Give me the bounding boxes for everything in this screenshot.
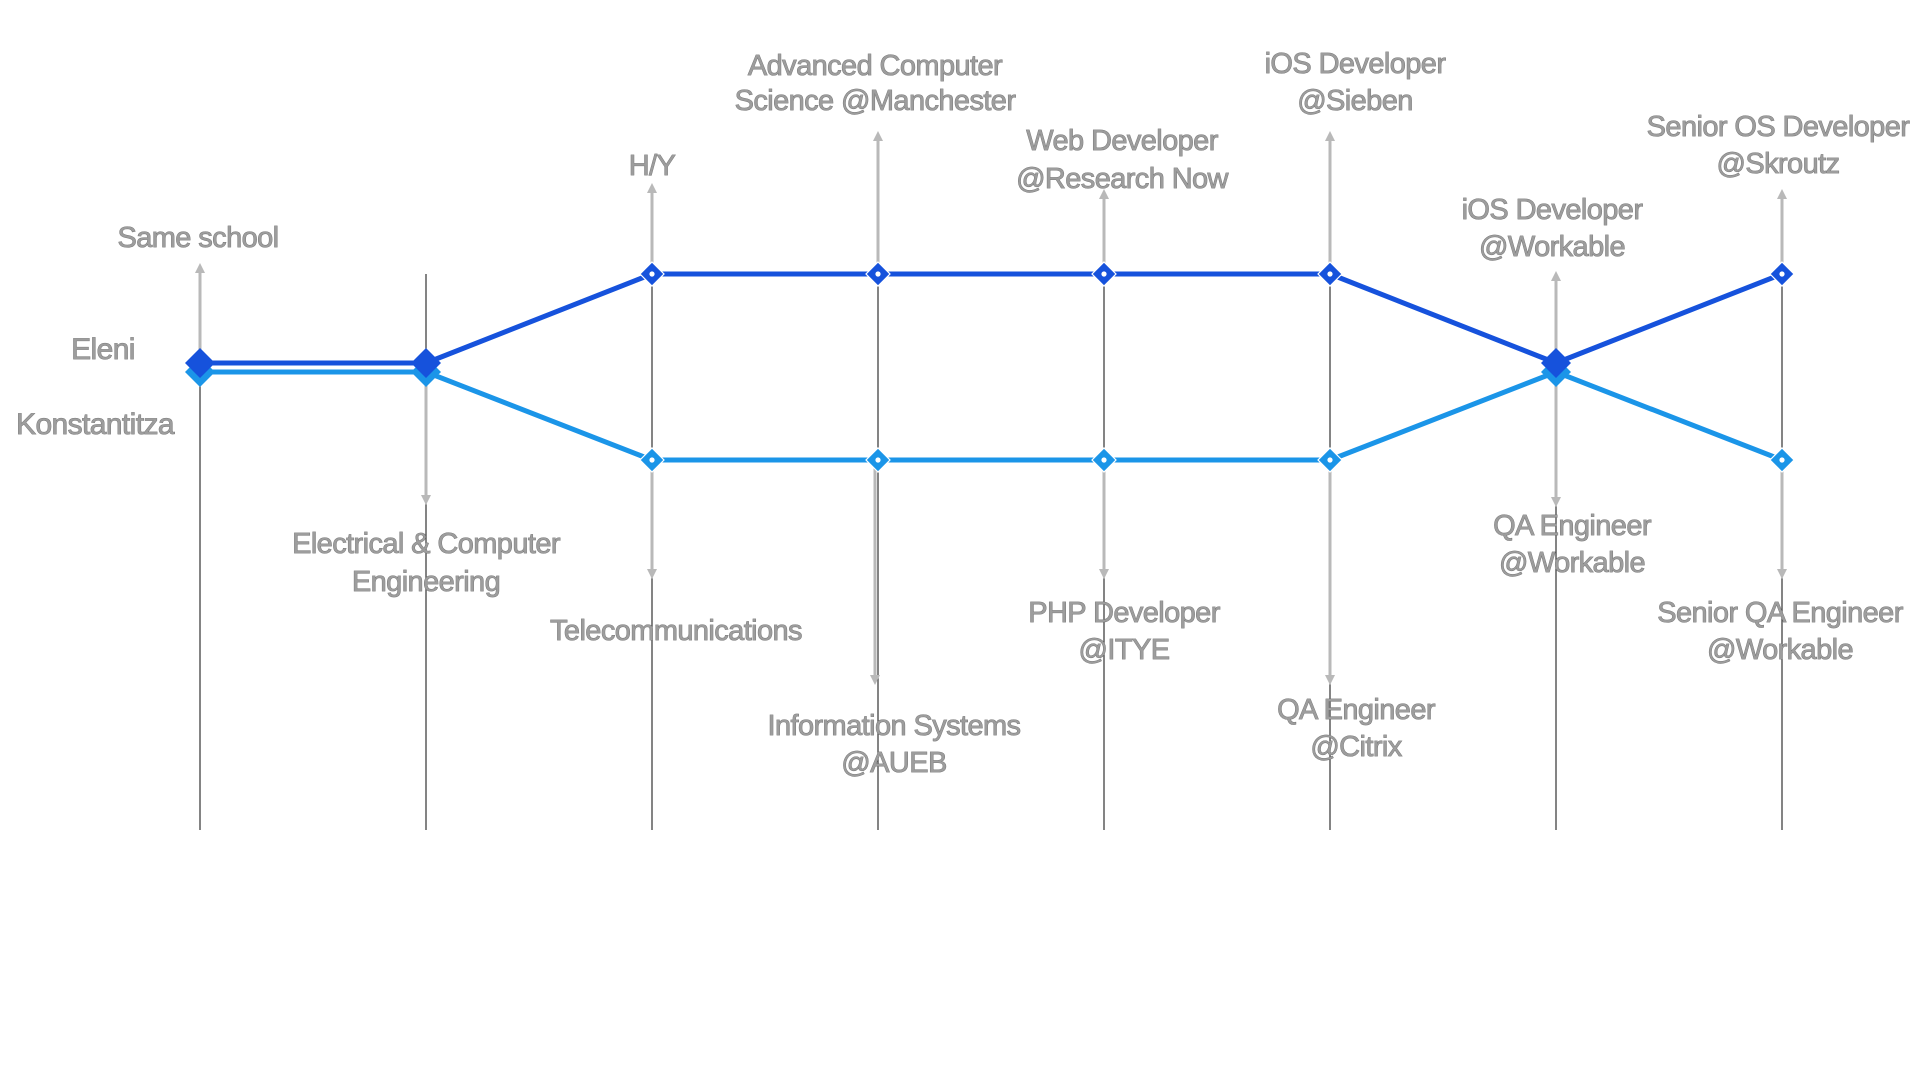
konstantitza-milestone-label: PHP Developer @ITYE <box>1028 597 1220 666</box>
label-line: @Research Now <box>1016 163 1229 195</box>
eleni-node <box>1541 348 1571 378</box>
konstantitza-node-dot <box>1327 457 1333 463</box>
label-line: @Sieben <box>1297 85 1413 117</box>
eleni-node-dot <box>649 271 655 277</box>
konstantitza-path <box>200 369 1783 463</box>
konstantitza-milestone-label: Senior QA Engineer @Workable <box>1657 597 1903 666</box>
eleni-node <box>185 348 215 378</box>
label-line: iOS Developer <box>1462 194 1644 226</box>
person-label-eleni: Eleni <box>71 333 135 366</box>
label-line: QA Engineer <box>1493 510 1652 542</box>
label-line: @Workable <box>1499 547 1645 579</box>
konstantitza-node-dot <box>1779 457 1785 463</box>
eleni-milestone-label: iOS Developer @Sieben <box>1265 48 1447 117</box>
label-line: @Citrix <box>1310 731 1402 763</box>
eleni-node-dot <box>1779 271 1785 277</box>
konstantitza-node-dot <box>649 457 655 463</box>
milestone-arrows <box>195 131 1787 685</box>
label-line: Web Developer <box>1026 125 1218 157</box>
label-line: Same school <box>117 222 278 254</box>
eleni-milestone-label: iOS Developer @Workable <box>1462 194 1644 263</box>
label-line: Telecommunications <box>550 615 802 647</box>
label-line: Senior OS Developer <box>1647 111 1911 143</box>
label-line: @Workable <box>1479 231 1625 263</box>
eleni-node-dot <box>875 271 881 277</box>
label-line: Engineering <box>352 566 500 598</box>
eleni-node <box>411 348 441 378</box>
eleni-path <box>200 271 1783 366</box>
eleni-milestone-label: H/Y <box>629 150 676 182</box>
label-line: Senior QA Engineer <box>1657 597 1903 629</box>
label-line: H/Y <box>629 150 676 182</box>
label-line: PHP Developer <box>1028 597 1220 629</box>
label-line: Information Systems <box>768 710 1021 742</box>
label-line: @Skroutz <box>1717 148 1840 180</box>
konstantitza-milestone-label: QA Engineer @Workable <box>1493 510 1652 579</box>
label-line: iOS Developer <box>1265 48 1447 80</box>
label-line: @Workable <box>1707 634 1853 666</box>
eleni-milestone-label: Senior OS Developer @Skroutz <box>1647 111 1911 180</box>
konstantitza-milestone-label: QA Engineer @Citrix <box>1277 694 1436 763</box>
label-line: Advanced Computer <box>748 50 1003 82</box>
eleni-node-dot <box>1101 271 1107 277</box>
label-line: Electrical & Computer <box>292 528 561 560</box>
konstantitza-node-dot <box>875 457 881 463</box>
label-line: @ITYE <box>1079 634 1170 666</box>
milestone-nodes <box>185 261 1795 473</box>
konstantitza-milestone-label: Information Systems @AUEB <box>768 710 1021 779</box>
label-line: Science @Manchester <box>735 85 1017 117</box>
label-line: @AUEB <box>841 747 946 779</box>
konstantitza-milestone-label: Telecommunications <box>550 615 802 647</box>
eleni-node-dot <box>1327 271 1333 277</box>
label-line: QA Engineer <box>1277 694 1436 726</box>
eleni-milestone-label: Web Developer @Research Now <box>1016 125 1229 195</box>
eleni-milestone-label: Same school <box>117 222 278 254</box>
career-paths <box>200 271 1783 463</box>
konstantitza-node-dot <box>1101 457 1107 463</box>
person-label-konstantitza: Konstantitza <box>16 408 175 441</box>
